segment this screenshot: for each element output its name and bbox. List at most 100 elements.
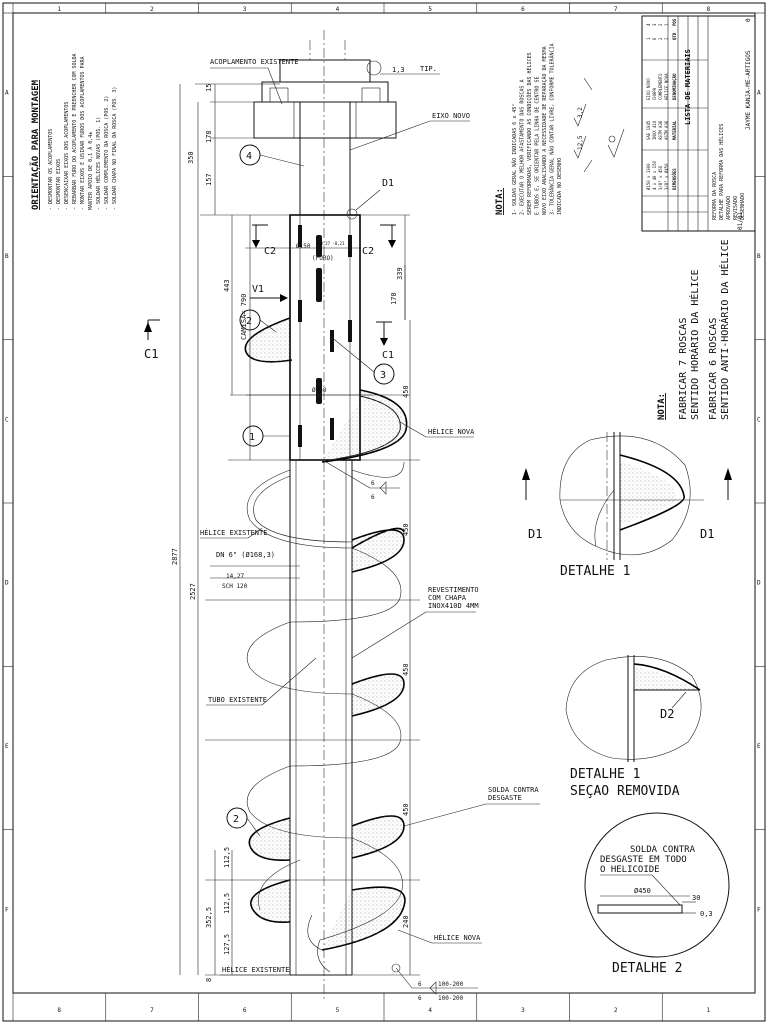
section-c2-right: C2 [362, 246, 374, 257]
bom-cell: 3/8" x Ø450 [664, 163, 669, 190]
existing-tube [289, 460, 353, 976]
dim-450-c: 450 [402, 663, 410, 676]
weld-symbol-6: 6 6 [325, 461, 400, 501]
column-marker-bottom: 2 [614, 1007, 618, 1014]
row-marker-left: C [5, 416, 9, 423]
section-c1-shaft: C1 [382, 350, 394, 361]
column-marker-top: 6 [521, 6, 525, 13]
label-eixo-novo: EIXO NOVO [432, 112, 470, 120]
column-marker-bottom: 1 [707, 1007, 711, 1014]
callout-labels: ACOPLAMENTO EXISTENTE EIXO NOVO TIP. 1,3… [200, 58, 540, 1002]
dim-157: 157 [205, 173, 213, 186]
balloon-2-top-text: 2 [246, 316, 252, 327]
bom-cell: ASTM A36 [658, 120, 663, 140]
new-helix [244, 317, 408, 951]
section-v1: V1 [252, 284, 264, 295]
label-helice-existente-bottom: HÉLICE EXISTENTE [222, 965, 289, 974]
column-marker-bottom: 3 [521, 1007, 525, 1014]
weld-symbol-100-200: 6 100-200 6 100-200 [391, 963, 478, 1002]
balloon-2-bottom-text: 2 [233, 814, 239, 825]
title-line: APROVADO [726, 196, 732, 220]
dim-170: 170 [390, 292, 398, 305]
dim-2527: 2527 [189, 583, 197, 600]
balloon-1: 1 [242, 425, 290, 447]
label-tip: TIP. [420, 65, 437, 73]
title-rev: 0 [745, 18, 752, 22]
bom-cell: HÉLICE NOVA [664, 73, 669, 100]
roughness-12-5: 12,5 [577, 135, 584, 150]
column-marker-bottom: 8 [57, 1007, 61, 1014]
bom-cell: COMPLEMENTO [658, 73, 663, 100]
title-line: REVISADO [733, 196, 739, 220]
shaft-assembly [195, 30, 420, 1000]
roughness-3-2: 3,2 [577, 107, 584, 118]
row-marker-right: B [757, 253, 761, 260]
assembly-step: - REBARBAR FURO DO ACOPLAMENTO E PREENCH… [72, 53, 78, 210]
balloon-4: 4 [239, 144, 305, 167]
detail-2-note-3: O HELICOIDE [600, 865, 660, 875]
section-d1-top: D1 [382, 178, 394, 189]
label-furo: (FURO) [312, 255, 334, 262]
column-marker-top: 1 [57, 6, 61, 13]
dim-240: 240 [402, 915, 410, 928]
row-marker-left: D [5, 580, 9, 587]
balloon-1-text: 1 [249, 432, 255, 443]
assembly-step: - DESENCAIXAR EIXOS DOS ACOPLAMENTOS [64, 102, 70, 210]
detail-2-title: DETALHE 2 [612, 961, 682, 976]
section-markers: C2 C2 D1 V1 C1 [250, 178, 396, 361]
fabricate-line-3: FABRICAR 6 ROSCAS [708, 318, 719, 420]
weld-1-3: 1,3 [392, 66, 405, 74]
bom-cell: ASTM A36 [664, 120, 669, 140]
label-helice-existente-mid: HÉLICE EXISTENTE [200, 528, 267, 537]
balloon-4-text: 4 [246, 151, 252, 162]
bom-cell: SAE 1045 [646, 120, 651, 140]
bom-cell: 2 [658, 37, 663, 40]
assembly-step: - MONTAR EIXOS E USINAR FUROS DOS ACOPLA… [80, 56, 86, 210]
assembly-step: - SOLDAR COMPLEMENTO DA ROSCA (POS. 2) [104, 96, 110, 210]
dimension-lines [179, 84, 411, 975]
label-o450-main: Ø450 [312, 387, 327, 394]
note-item: E TUBOS E, SE ORIENTAR PELA LINHA DE CEN… [535, 77, 541, 215]
column-marker-top: 7 [614, 6, 618, 13]
dim-350: 350 [187, 151, 195, 164]
title-sheet: 01/01 [737, 212, 744, 230]
fabricate-line-4: SENTIDO ANTI-HORÁRIO DA HÉLICE [718, 239, 731, 420]
label-tubo-existente: TUBO EXISTENTE [208, 696, 267, 704]
label-acoplamento: ACOPLAMENTO EXISTENTE [210, 58, 299, 66]
dim-443: 443 [223, 279, 231, 292]
bom-cell: CHAPA [652, 87, 657, 100]
note-item: 1- SOLDAS GERAL NÃO INDICADAS 6 x 45° [511, 104, 518, 215]
balloon-2-bottom: 2 [226, 807, 261, 837]
item-balloons: 4 2 1 3 2 [226, 144, 395, 837]
bom-cell: Ø150 x 1300 [646, 163, 651, 190]
balloon-3: 3 [329, 335, 395, 385]
existing-coupling [253, 40, 397, 139]
bom-cell: 4 [646, 23, 651, 26]
row-marker-right: A [757, 90, 761, 97]
bom-cell: 1 [646, 37, 651, 40]
label-sch-top: 14,27 [226, 573, 244, 580]
label-furo-tol: -0,27 -0,21 [318, 241, 345, 246]
dim-352-5: 352,5 [205, 907, 213, 928]
column-marker-top: 4 [336, 6, 340, 13]
row-marker-left: E [5, 743, 9, 750]
bom-header: DIMENSÕES [672, 168, 677, 190]
notes-title: NOTA: [495, 188, 505, 215]
detail-2-o450: Ø450 [634, 887, 651, 895]
label-solda-contra: SOLDA CONTRA [488, 786, 539, 794]
column-marker-bottom: 4 [428, 1007, 432, 1014]
detail-1: D1 D1 DETALHE 1 [522, 432, 732, 579]
fabricate-line-2: SENTIDO HORÁRIO DA HÉLICE [688, 269, 701, 420]
fabricate-line-1: FABRICAR 7 ROSCAS [678, 318, 689, 420]
note-item: 3- TOLERÂNCIA GERAL NÃO CONTAR LIVRE, CO… [549, 43, 556, 215]
assembly-step: - SOLDAR HÉLICES NOVAS (POS. 1) [94, 117, 102, 210]
column-marker-top: 2 [150, 6, 154, 13]
row-marker-right: E [757, 743, 761, 750]
section-c1-left-marker: C1 [144, 319, 160, 361]
detail-1s-subtitle: SEÇAO REMOVIDA [570, 784, 680, 799]
bom-header: QTD [672, 32, 677, 40]
assembly-orientation-notes: ORIENTAÇÃO PARA MONTAGEM - DESMONTAR OS … [30, 53, 118, 210]
